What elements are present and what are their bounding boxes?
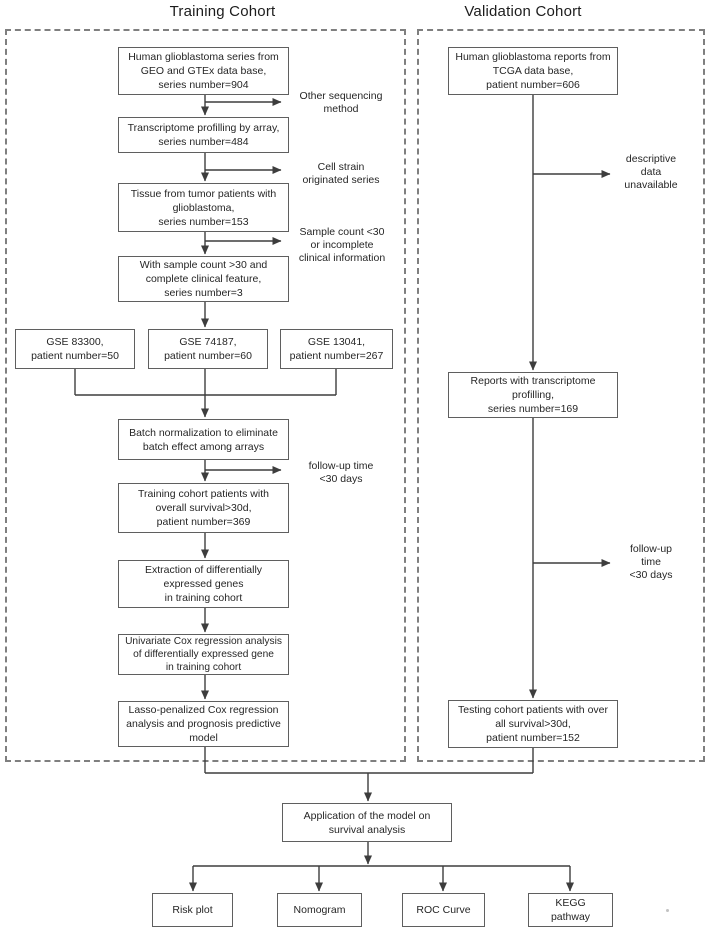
- box-line: Lasso-penalized Cox regression: [128, 704, 279, 716]
- box-tcga-reports: Human glioblastoma reports from TCGA dat…: [448, 47, 618, 95]
- box-line: patient number=152: [486, 732, 580, 744]
- box-line: patient number=60: [164, 350, 252, 362]
- box-transcriptome-profiling: Transcriptome profilling by array, serie…: [118, 117, 289, 153]
- box-line: KEGG: [555, 897, 586, 909]
- box-line: profilling,: [511, 389, 555, 401]
- box-batch-normalization: Batch normalization to eliminate batch e…: [118, 419, 289, 460]
- label-other-sequencing: Other sequencing method: [299, 90, 383, 115]
- box-line: series number=3: [164, 287, 243, 299]
- box-model-application: Application of the model on survival ana…: [282, 803, 452, 842]
- box-line: Risk plot: [172, 904, 213, 916]
- box-tissue-tumor: Tissue from tumor patients with glioblas…: [118, 183, 289, 232]
- box-line: all survival>30d,: [495, 718, 571, 730]
- box-line: Univariate Cox regression analysis: [125, 636, 282, 647]
- box-gse83300: GSE 83300, patient number=50: [15, 329, 135, 369]
- box-line: ROC Curve: [416, 904, 471, 916]
- box-univariate-cox: Univariate Cox regression analysis of di…: [118, 634, 289, 675]
- box-line: series number=153: [158, 215, 249, 228]
- box-line: patient number=50: [31, 350, 119, 362]
- validation-cohort-title: Validation Cohort: [464, 3, 582, 20]
- box-line: TCGA data base,: [492, 65, 574, 77]
- box-line: analysis and prognosis predictive: [126, 718, 281, 730]
- box-line: Transcriptome profilling by array,: [127, 122, 280, 134]
- box-line: Human glioblastoma reports from: [455, 51, 611, 63]
- validation-cohort-panel: [417, 29, 705, 762]
- box-line: GSE 83300,: [46, 336, 104, 348]
- box-training-survival: Training cohort patients with overall su…: [118, 483, 289, 533]
- box-line: model: [189, 732, 218, 744]
- box-sample-count: With sample count >30 and complete clini…: [118, 256, 289, 302]
- training-cohort-title: Training Cohort: [169, 3, 276, 20]
- box-line: GSE 74187,: [179, 336, 237, 348]
- box-line: Human glioblastoma series from: [128, 51, 279, 63]
- box-line: patient number=369: [156, 516, 251, 528]
- box-line: GEO and GTEx data base,: [140, 65, 267, 77]
- label-followup-validation: follow-up time <30 days: [629, 543, 673, 581]
- box-line: Application of the model on: [303, 809, 431, 822]
- box-line: pathway: [550, 911, 591, 923]
- box-risk-plot: Risk plot: [152, 893, 233, 927]
- label-descriptive-unavailable: descriptive data unavailable: [624, 153, 678, 191]
- box-deg-extraction: Extraction of differentially expressed g…: [118, 560, 289, 608]
- label-followup-training: follow-up time <30 days: [308, 460, 374, 485]
- box-line: glioblastoma,: [172, 201, 235, 214]
- box-nomogram: Nomogram: [277, 893, 362, 927]
- box-line: Batch normalization to eliminate: [129, 426, 278, 439]
- box-line: Extraction of differentially: [144, 564, 263, 576]
- box-kegg-pathway: KEGG pathway: [528, 893, 613, 927]
- box-line: in training cohort: [164, 592, 243, 604]
- box-reports-transcriptome: Reports with transcriptome profilling, s…: [448, 372, 618, 418]
- box-lasso-cox: Lasso-penalized Cox regression analysis …: [118, 701, 289, 747]
- box-line: patient number=606: [486, 79, 580, 91]
- box-line: With sample count >30 and: [139, 259, 268, 271]
- box-line: Tissue from tumor patients with: [130, 187, 277, 200]
- label-cell-strain: Cell strain originated series: [302, 161, 380, 186]
- box-line: in training cohort: [165, 662, 242, 673]
- box-line: Testing cohort patients with over: [458, 704, 608, 716]
- box-line: of differentially expressed gene: [133, 649, 274, 660]
- box-line: series number=169: [487, 403, 579, 415]
- stray-mark: [666, 909, 669, 912]
- box-line: complete clinical feature,: [145, 273, 262, 285]
- box-line: batch effect among arrays: [142, 440, 265, 453]
- box-geo-series: Human glioblastoma series from GEO and G…: [118, 47, 289, 95]
- box-line: Nomogram: [293, 904, 346, 916]
- box-line: GSE 13041,: [307, 336, 366, 348]
- box-line: overall survival>30d,: [155, 502, 252, 514]
- box-gse74187: GSE 74187, patient number=60: [148, 329, 268, 369]
- box-gse13041: GSE 13041, patient number=267: [280, 329, 393, 369]
- box-line: Reports with transcriptome: [470, 375, 596, 387]
- box-line: survival analysis: [328, 823, 406, 836]
- box-line: series number=904: [158, 79, 249, 91]
- box-line: patient number=267: [289, 350, 384, 362]
- box-line: series number=484: [158, 136, 249, 148]
- box-testing-cohort: Testing cohort patients with over all su…: [448, 700, 618, 748]
- box-roc-curve: ROC Curve: [402, 893, 485, 927]
- box-line: expressed genes: [163, 578, 244, 590]
- label-sample-exclusion: Sample count <30 or incomplete clinical …: [298, 226, 386, 264]
- box-line: Training cohort patients with: [138, 488, 269, 500]
